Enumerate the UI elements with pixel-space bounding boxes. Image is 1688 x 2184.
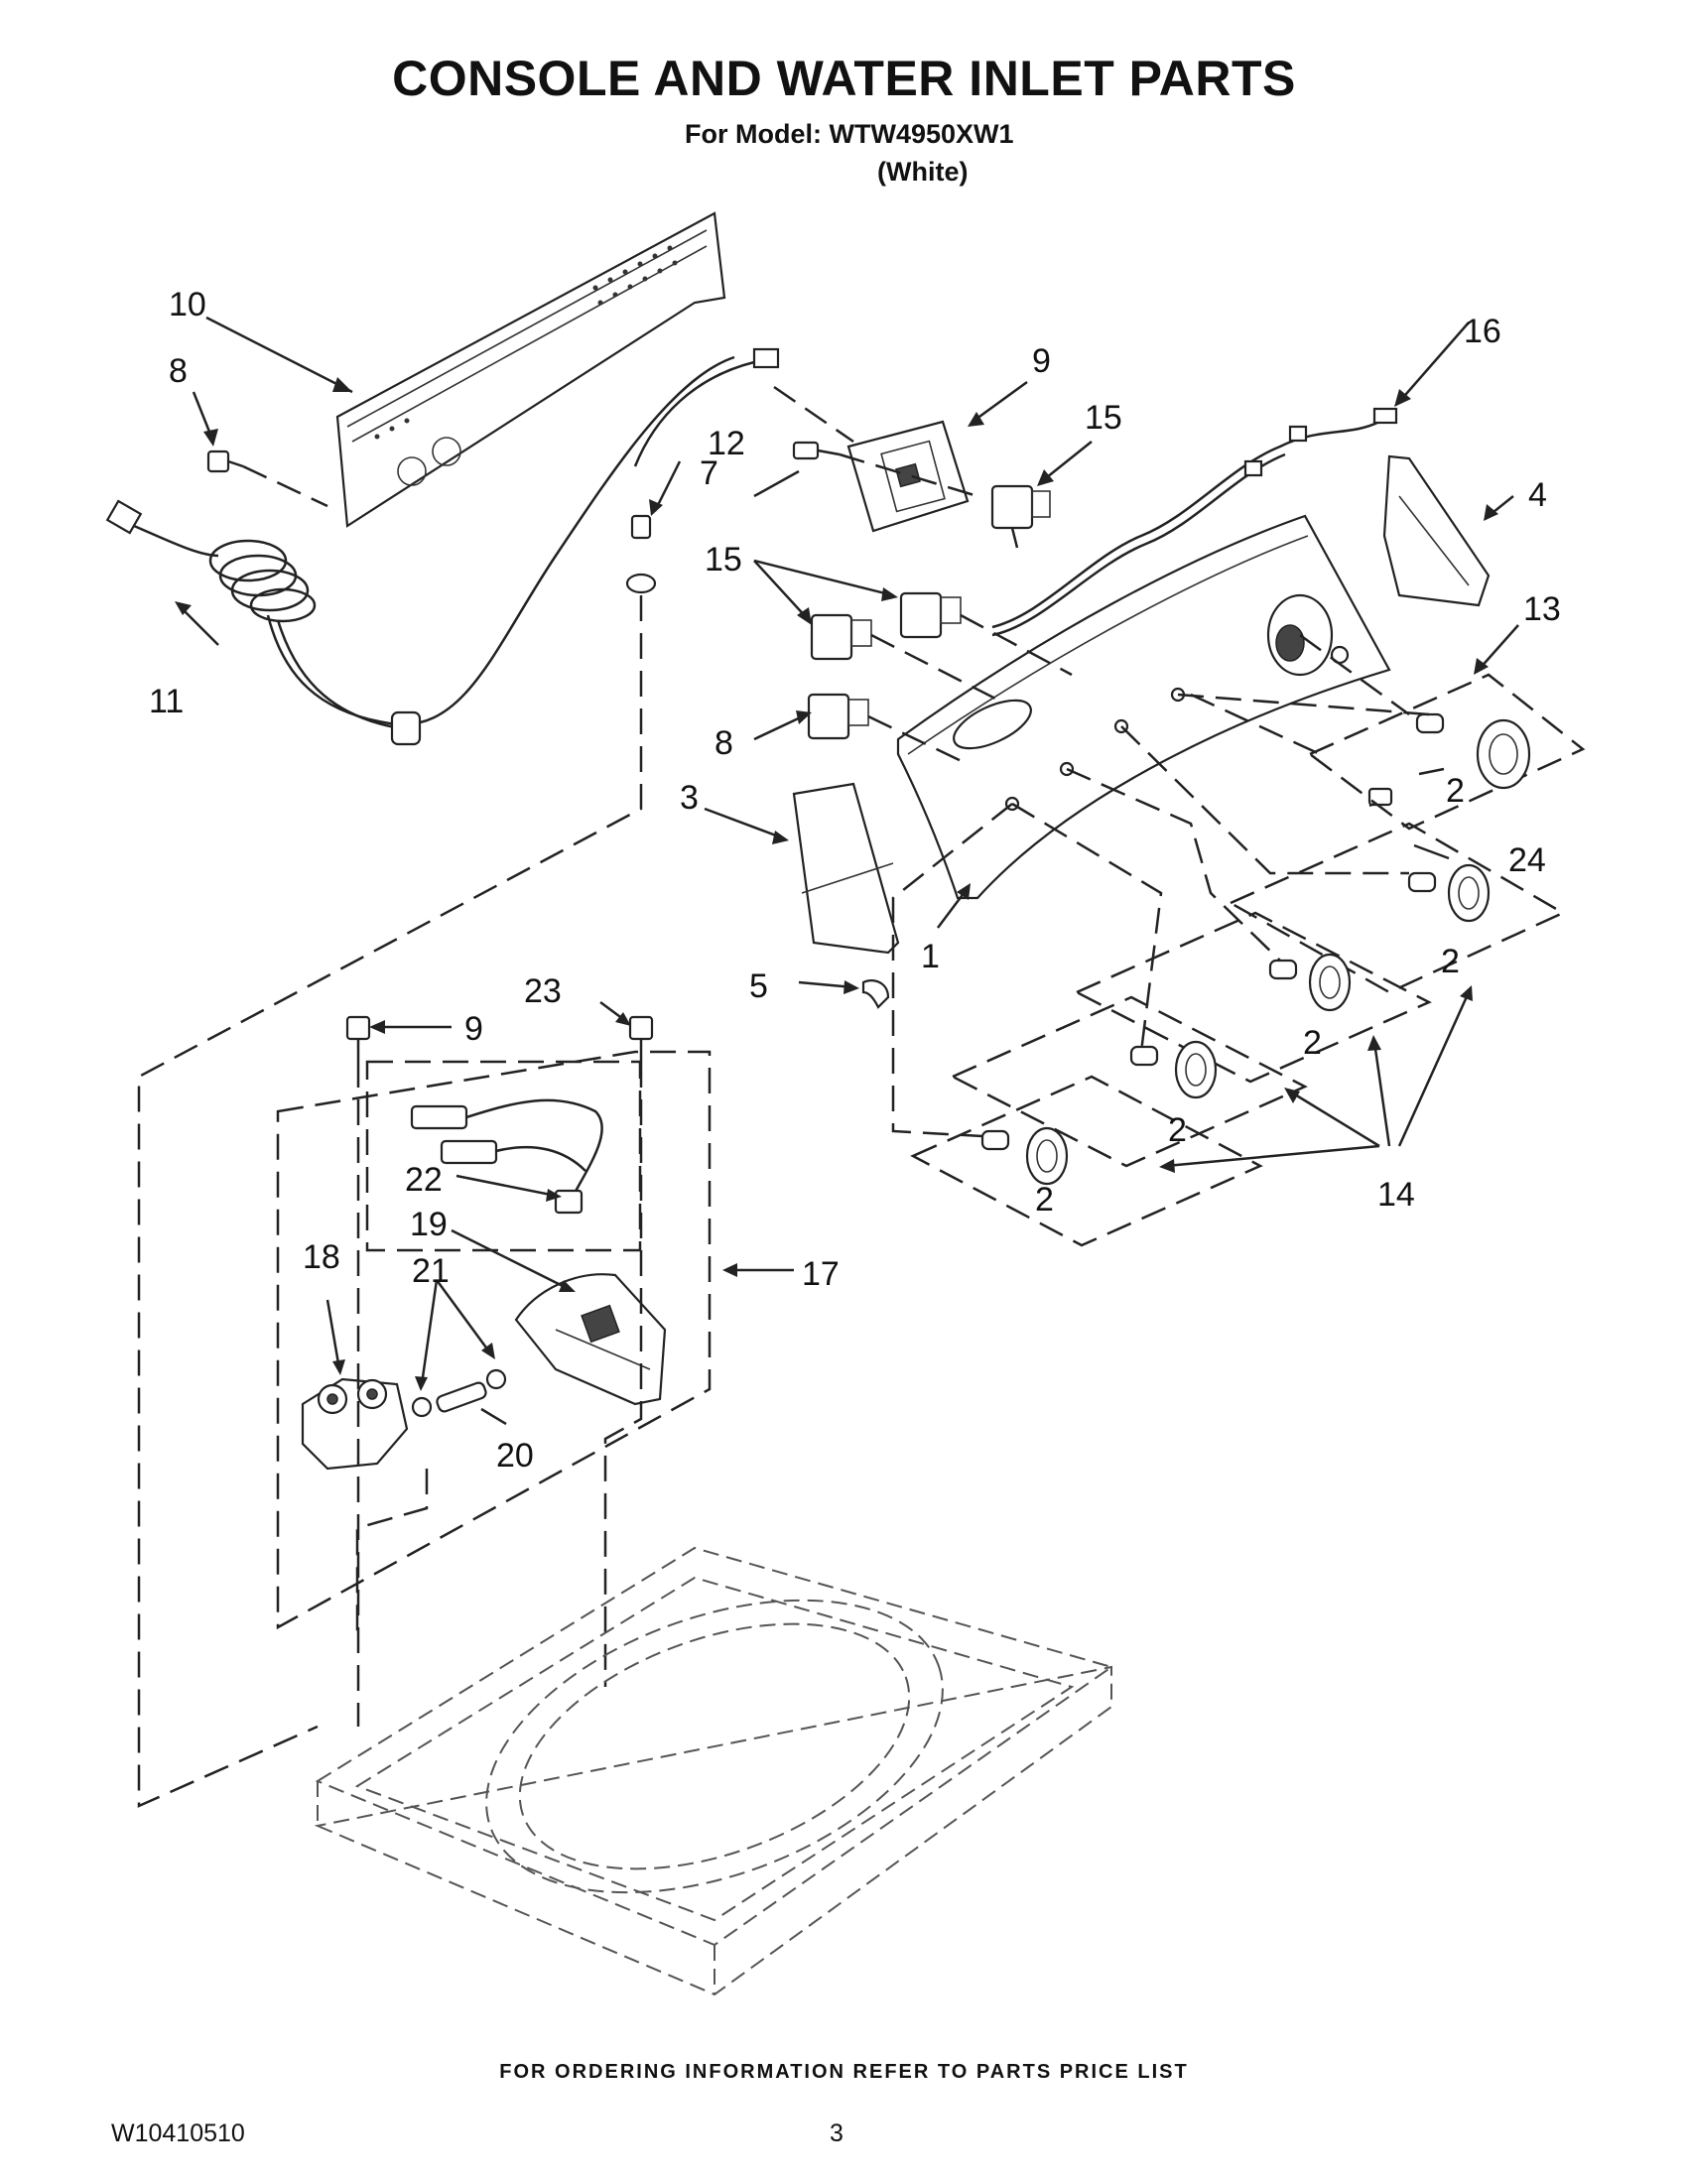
- screw-8-top: [206, 450, 244, 473]
- callout-1: 1: [921, 938, 940, 975]
- switch-15-left: [810, 613, 872, 661]
- callout-14: 14: [1377, 1176, 1415, 1214]
- callout-22: 22: [405, 1161, 443, 1199]
- hose-connector: [411, 1368, 507, 1418]
- washer-top-ghost: [314, 1546, 1114, 1996]
- knob-2-d: [1129, 1040, 1218, 1099]
- screw-12: [625, 514, 657, 594]
- callout-16: 16: [1464, 313, 1501, 350]
- callout-15-upper: 15: [1085, 399, 1122, 437]
- callout-3: 3: [680, 779, 699, 817]
- callout-15-left: 15: [705, 541, 742, 578]
- knob-2-c: [1268, 953, 1352, 1012]
- power-cord: [105, 347, 780, 746]
- knob-2-b: [1407, 863, 1491, 923]
- callout-21: 21: [412, 1252, 450, 1290]
- screw-23: [628, 1015, 654, 1062]
- wire-harness: [991, 407, 1398, 637]
- screw-8-lower: [345, 1015, 371, 1062]
- callout-13: 13: [1523, 590, 1561, 628]
- clip-5: [861, 979, 890, 1009]
- switch-9: [807, 693, 869, 740]
- callout-20: 20: [496, 1437, 534, 1475]
- callout-19: 19: [410, 1206, 448, 1243]
- knob-2-a: [1415, 712, 1531, 790]
- callout-2-d: 2: [1168, 1111, 1187, 1149]
- document-number: W10410510: [111, 2120, 245, 2147]
- callout-11: 11: [149, 683, 184, 720]
- callout-12: 12: [708, 425, 745, 462]
- callout-8-top: 8: [169, 352, 188, 390]
- callout-5: 5: [749, 967, 768, 1005]
- switch-15-right: [899, 591, 962, 639]
- console: [896, 514, 1391, 900]
- assembly-leader-lines: [137, 385, 1430, 1808]
- callout-7: 10: [169, 286, 206, 323]
- inlet-harness: [410, 1098, 603, 1215]
- callout-2-a: 2: [1446, 772, 1465, 810]
- page-number: 3: [830, 2120, 844, 2147]
- pointer-arrows: [175, 316, 1519, 1426]
- callout-2-e: 2: [1035, 1181, 1054, 1219]
- callout-labels: 10 8 12 9 15 16 4 13 7 15 11 8 3 1 5 2 2…: [149, 286, 1561, 1475]
- callout-2-b: 2: [1441, 943, 1460, 980]
- callout-2-c: 2: [1303, 1024, 1322, 1062]
- water-valve: [301, 1377, 409, 1471]
- callout-24: 24: [1508, 841, 1546, 879]
- screw-24: [1367, 787, 1393, 807]
- right-end-cap: [1382, 454, 1491, 607]
- page-title: CONSOLE AND WATER INLET PARTS: [392, 51, 1296, 106]
- callout-6: 9: [1032, 342, 1051, 380]
- left-end-cap: [792, 782, 900, 955]
- rear-console-panel: [335, 211, 726, 528]
- callout-23: 23: [524, 972, 562, 1010]
- screw-10: [792, 441, 841, 460]
- knob-2-e: [980, 1126, 1069, 1186]
- callout-9: 8: [714, 724, 733, 762]
- callout-4: 4: [1528, 476, 1547, 514]
- model-line: For Model: WTW4950XW1: [685, 119, 1014, 149]
- dispenser-housing: [514, 1273, 667, 1406]
- callout-17: 17: [802, 1255, 840, 1293]
- callout-10: 7: [700, 454, 718, 492]
- ordering-note: FOR ORDERING INFORMATION REFER TO PARTS …: [499, 2061, 1189, 2083]
- control-board: [846, 420, 970, 533]
- callout-8-lower: 9: [464, 1010, 483, 1048]
- callout-18: 18: [303, 1238, 340, 1276]
- color-line: (White): [877, 157, 969, 187]
- switch-15-upper: [990, 484, 1051, 549]
